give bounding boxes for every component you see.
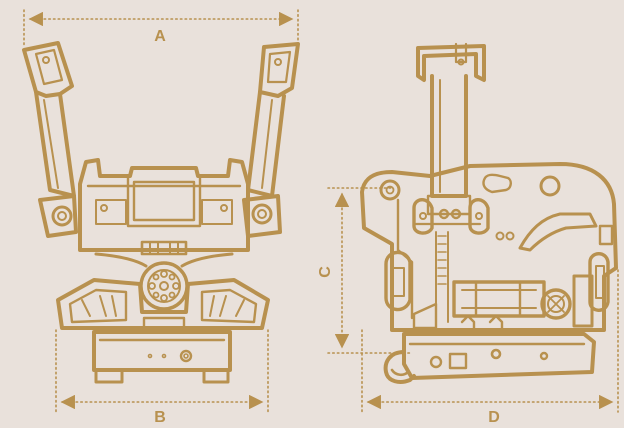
front-lower-housing — [56, 278, 270, 330]
side-pivots — [384, 198, 614, 312]
dimension-b-label: B — [154, 409, 166, 426]
dimension-d: D — [361, 269, 619, 426]
dimension-d-label: D — [488, 409, 500, 426]
side-arm — [426, 74, 472, 220]
left-arm — [22, 41, 78, 238]
front-body — [78, 158, 250, 268]
front-view: A — [22, 9, 300, 426]
side-coupler — [383, 332, 596, 384]
side-cylinder — [412, 274, 594, 332]
side-top-bracket — [416, 42, 486, 82]
right-arm — [242, 42, 300, 238]
side-frame — [360, 162, 618, 332]
dimension-a-label: A — [154, 28, 166, 45]
dimension-c-label: C — [317, 266, 334, 278]
dimension-b: B — [55, 329, 269, 426]
front-quick-coupler — [92, 330, 232, 384]
rotator-hub — [139, 261, 189, 311]
dimension-a: A — [23, 9, 299, 47]
side-view: C — [317, 42, 619, 426]
